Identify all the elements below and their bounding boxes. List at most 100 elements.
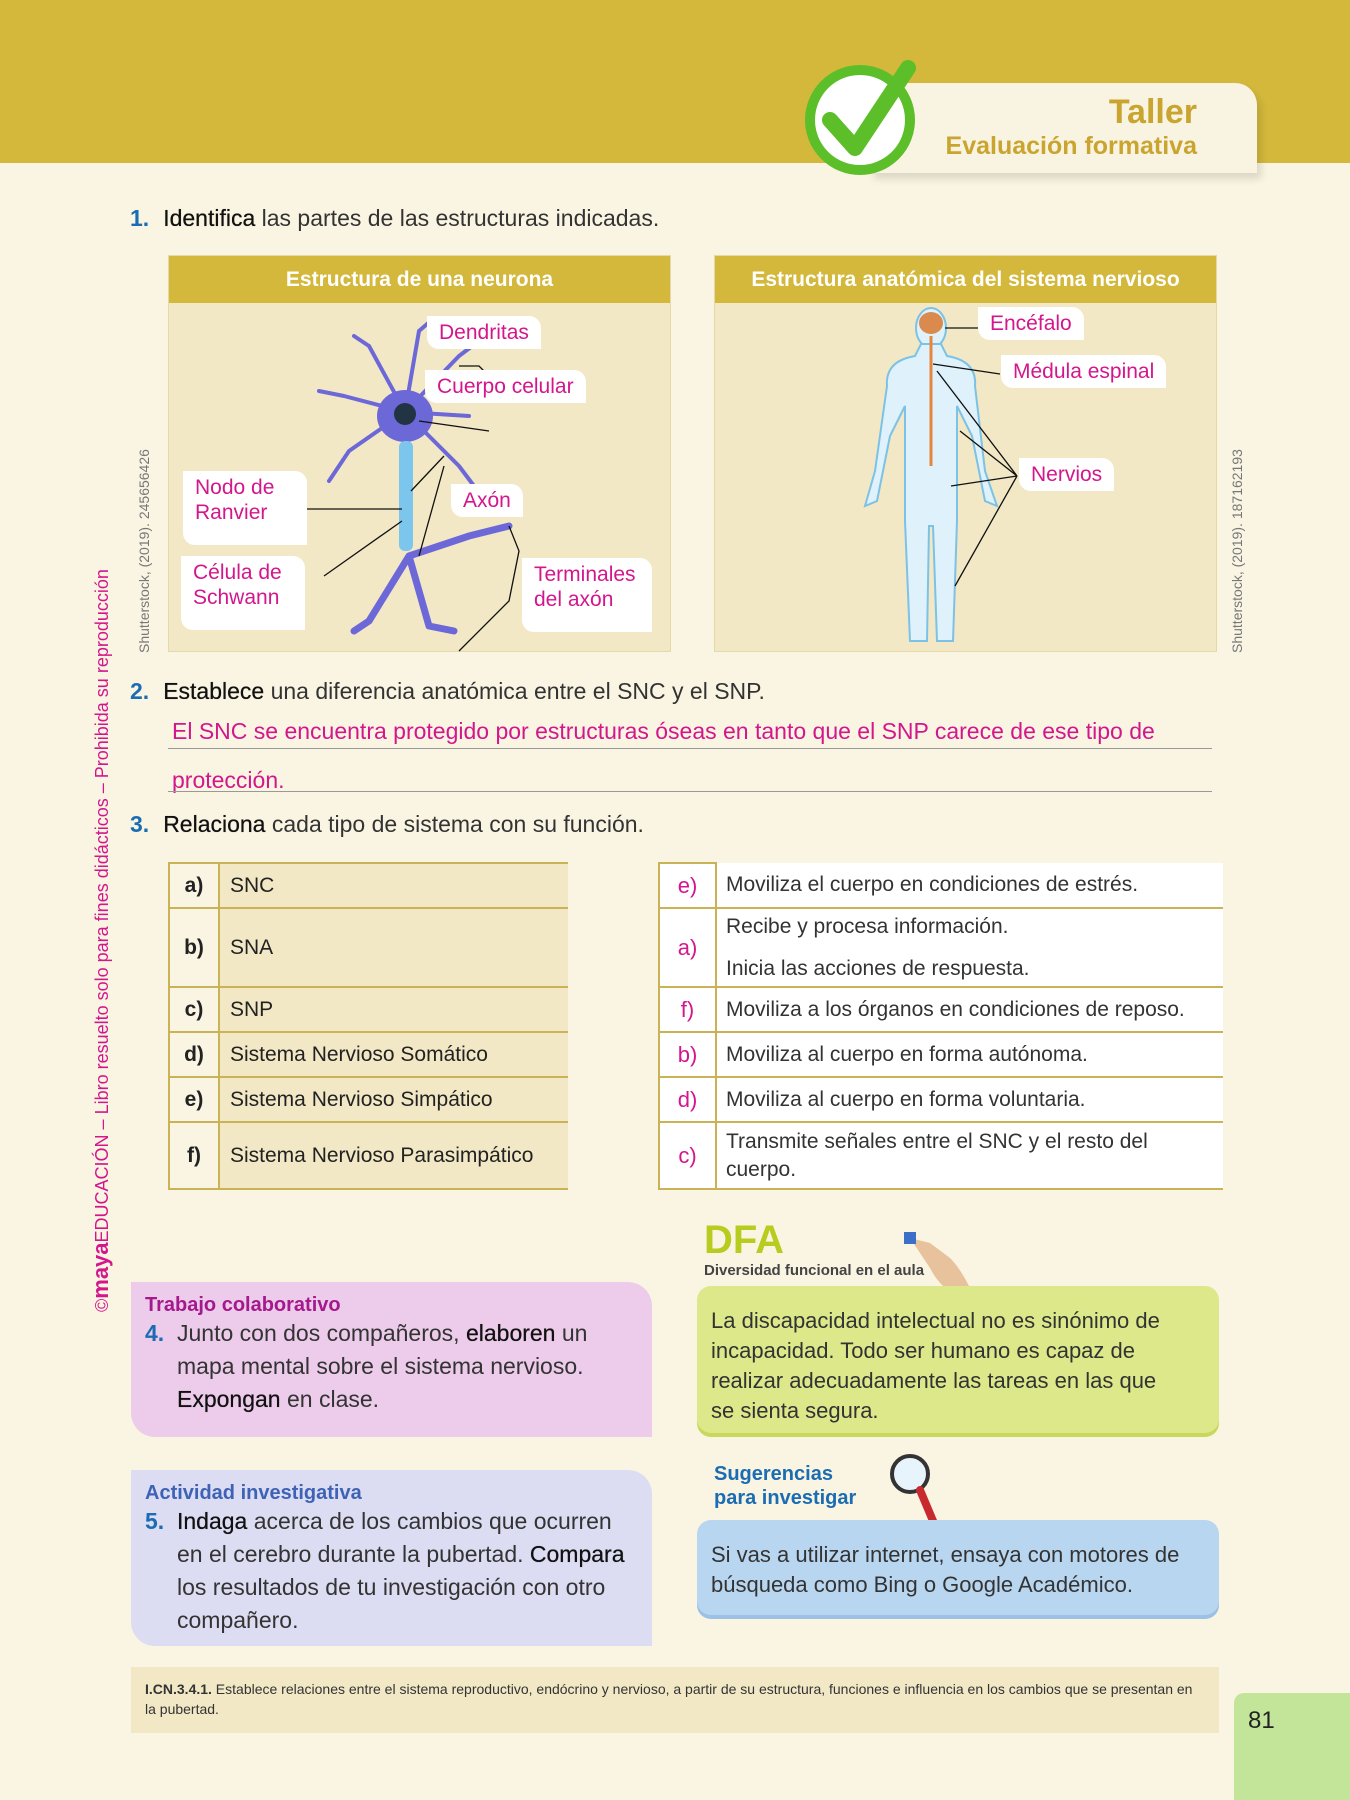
row-letter: f) (168, 1121, 220, 1190)
indicator-text: Establece relaciones entre el sistema re… (145, 1681, 1193, 1717)
table-row: e)Sistema Nervioso Simpático (168, 1076, 568, 1123)
question-number: 3. (130, 811, 150, 837)
answer-line-1: El SNC se encuentra protegido por estruc… (172, 718, 1155, 744)
dfa-subtitle: Diversidad funcional en el aula (704, 1262, 925, 1279)
label-dendritas: Dendritas (427, 316, 541, 349)
brand-logo: maya (88, 1242, 113, 1299)
systems-table: a)SNC b)SNA c)SNP d)Sistema Nervioso Som… (168, 862, 568, 1190)
table-row: e)Moviliza el cuerpo en condiciones de e… (658, 862, 1223, 909)
row-system: SNP (219, 986, 568, 1033)
question-text: Indaga acerca de los cambios que ocurren… (177, 1505, 638, 1637)
table-row: b)Moviliza al cuerpo en forma autónoma. (658, 1031, 1223, 1078)
text: un mapa mental sobre el sistema nervioso… (177, 1320, 588, 1379)
photo-credit: Shutterstock, (2019). 187162193 (1229, 449, 1245, 653)
dfa-box: La discapacidad intelectual no es sinóni… (697, 1286, 1219, 1437)
question-4: 4. Junto con dos compañeros, elaboren un … (145, 1317, 638, 1416)
verb: Expongan (177, 1386, 281, 1412)
question-verb: Establece (163, 678, 265, 704)
figure-title: Estructura anatómica del sistema nervios… (715, 256, 1216, 303)
text: en clase. (280, 1386, 380, 1412)
answer-rule (168, 791, 1212, 792)
collaborative-work-box: Trabajo colaborativo 4. Junto con dos com… (131, 1282, 652, 1437)
question-text: Junto con dos compañeros, elaboren un ma… (177, 1317, 638, 1416)
question-number: 1. (130, 205, 150, 231)
row-function: Moviliza el cuerpo en condiciones de est… (716, 863, 1223, 909)
text: los resultados de tu investigación con o… (177, 1574, 606, 1633)
row-letter: c) (168, 986, 220, 1033)
answer-letter: c) (658, 1121, 717, 1190)
row-system: Sistema Nervioso Simpático (219, 1076, 568, 1123)
answer-letter: d) (658, 1076, 717, 1123)
dfa-logo: DFA (704, 1218, 784, 1262)
copyright-text: EDUCACIÓN – Libro resuelto solo para fin… (92, 569, 112, 1243)
row-function: Moviliza al cuerpo en forma voluntaria. (716, 1077, 1223, 1123)
verb: elaboren (465, 1320, 556, 1346)
row-function: Moviliza al cuerpo en forma autónoma. (716, 1032, 1223, 1078)
question-text: una diferencia anatómica entre el SNC y … (264, 678, 765, 704)
question-1: 1. Identifica las partes de las estructur… (130, 205, 659, 232)
verb: Compara (529, 1541, 625, 1567)
box-title: Trabajo colaborativo (145, 1294, 341, 1316)
label-line: Schwann (193, 586, 280, 609)
verb: Indaga (177, 1508, 248, 1534)
question-number: 4. (145, 1320, 165, 1346)
function-line: Inicia las acciones de respuesta. (726, 956, 1030, 980)
row-function: Moviliza a los órganos en condiciones de… (716, 987, 1223, 1033)
row-letter: b) (168, 907, 220, 988)
checkmark-icon (805, 60, 916, 175)
label-line: Ranvier (195, 501, 268, 524)
table-row: d)Sistema Nervioso Somático (168, 1031, 568, 1078)
human-body-illustration (863, 307, 1018, 642)
row-system: Sistema Nervioso Parasimpático (219, 1121, 568, 1190)
table-row: b)SNA (168, 907, 568, 988)
table-row: a)SNC (168, 862, 568, 909)
label-medula-espinal: Médula espinal (1001, 355, 1167, 388)
label-encefalo: Encéfalo (978, 307, 1084, 340)
table-row: a) Recibe y procesa información. Inicia la… (658, 907, 1223, 988)
neuron-figure: Estructura de una neurona Dendritas Cuer… (168, 255, 671, 652)
indicator-code: I.CN.3.4.1. (145, 1681, 212, 1697)
label-line: Terminales (534, 563, 636, 586)
section-subtitle: Evaluación formativa (945, 132, 1197, 160)
question-5: 5. Indaga acerca de los cambios que ocurr… (145, 1505, 638, 1637)
row-function: Recibe y procesa información. Inicia las … (716, 908, 1223, 988)
copyright-sidebar: ©mayaEDUCACIÓN – Libro resuelto solo par… (88, 569, 114, 1312)
photo-credit: Shutterstock, (2019). 245656426 (136, 449, 152, 653)
title-line: para investigar (714, 1487, 857, 1509)
section-title: Taller (1108, 93, 1197, 131)
answer-letter: a) (658, 907, 717, 988)
question-verb: Identifica (163, 205, 256, 231)
row-system: Sistema Nervioso Somático (219, 1031, 568, 1078)
function-line: Recibe y procesa información. (726, 914, 1009, 938)
magnifier-icon (890, 1454, 940, 1532)
question-text: cada tipo de sistema con su función. (265, 811, 644, 837)
label-line: del axón (534, 588, 614, 611)
question-3: 3.Relaciona cada tipo de sistema con su … (130, 811, 644, 838)
copyright-symbol: © (92, 1298, 112, 1312)
table-row: c)Transmite señales entre el SNC y el re… (658, 1121, 1223, 1190)
suggestions-box: Si vas a utilizar internet, ensaya con m… (697, 1520, 1219, 1619)
section-title-card: Taller Evaluación formativa (870, 83, 1257, 173)
nervous-system-figure: Estructura anatómica del sistema nervios… (714, 255, 1217, 652)
research-activity-box: Actividad investigativa 5.Indaga acerca … (131, 1470, 652, 1646)
answer-line-2: protección. (172, 767, 285, 793)
label-axon: Axón (451, 484, 523, 517)
suggestions-text: Si vas a utilizar internet, ensaya con m… (711, 1542, 1180, 1597)
answer-letter: e) (658, 862, 717, 909)
table-row: d)Moviliza al cuerpo en forma voluntaria… (658, 1076, 1223, 1123)
row-system: SNA (219, 907, 568, 988)
text: acerca de los cambios que ocurren en el … (177, 1508, 612, 1567)
question-text: las partes de las estructuras indicadas. (255, 205, 660, 231)
dfa-text: La discapacidad intelectual no es sinóni… (711, 1308, 1160, 1423)
label-nervios: Nervios (1019, 458, 1115, 491)
question-number: 5. (145, 1508, 165, 1534)
figure-title: Estructura de una neurona (169, 256, 670, 303)
functions-table: e)Moviliza el cuerpo en condiciones de e… (658, 862, 1223, 1190)
row-letter: d) (168, 1031, 220, 1078)
label-cuerpo-celular: Cuerpo celular (425, 370, 586, 403)
label-line: Nodo de (195, 476, 275, 499)
